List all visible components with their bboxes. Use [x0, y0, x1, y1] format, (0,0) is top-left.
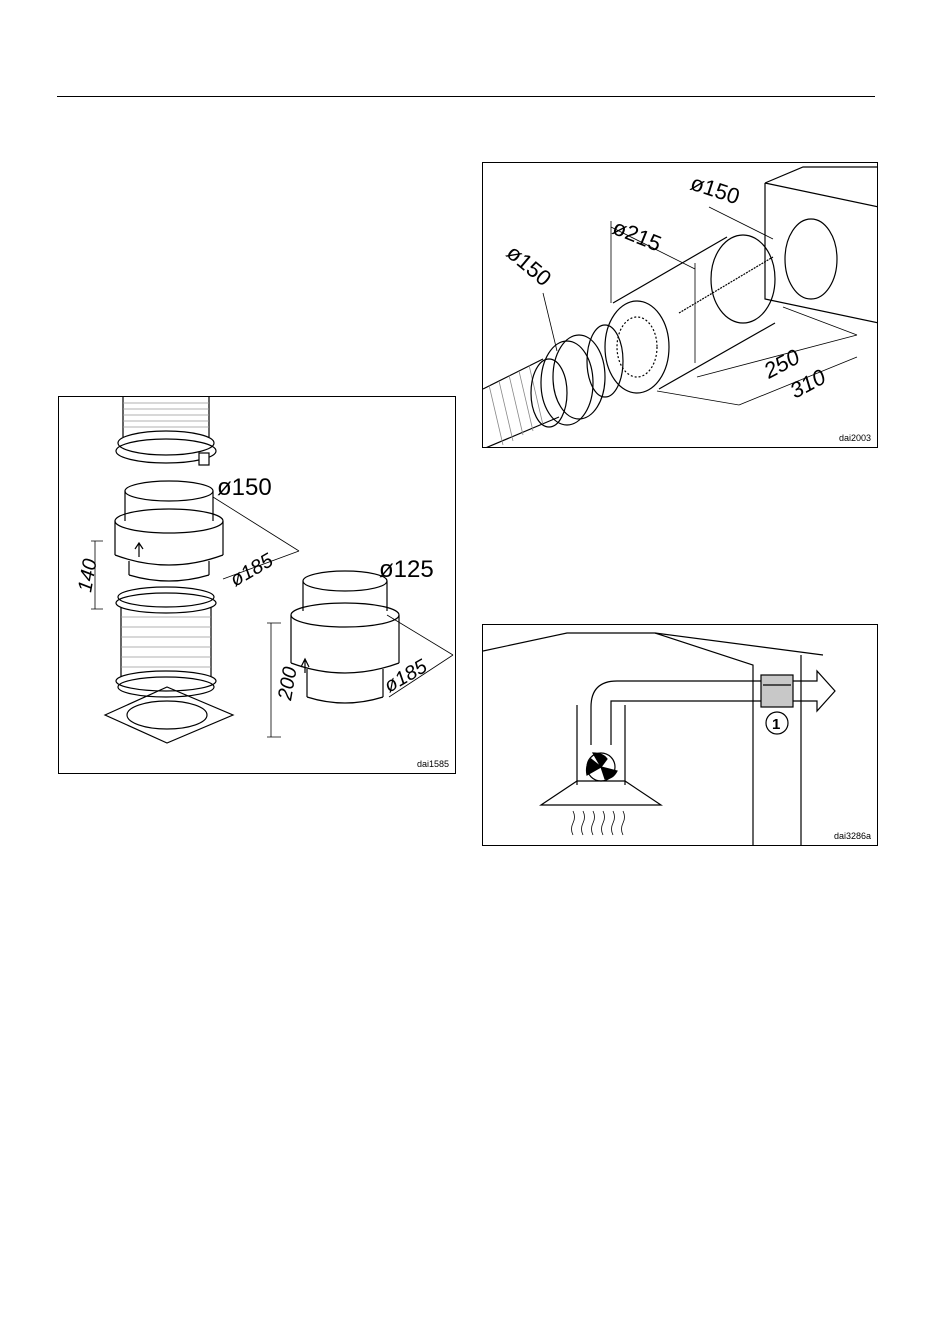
- cooker-hood: [541, 753, 661, 805]
- adapter-rings: [541, 325, 623, 425]
- label-diameter-150: ø150: [217, 474, 272, 501]
- lower-flexible-hose: [116, 587, 216, 697]
- label-height-200: 200: [274, 665, 302, 703]
- label-diameter-150-right: ø150: [687, 170, 742, 209]
- label-width-185-b: ø185: [381, 655, 432, 697]
- figure-reference: dai2003: [839, 433, 871, 443]
- silencer-unit: [761, 675, 793, 707]
- steam-icon: [572, 811, 625, 835]
- figure-installation-diagram: 1 dai3286a: [482, 624, 878, 846]
- figure-fan-assembly: ø150 ø125 ø185 ø185 140 200 dai1585: [58, 396, 456, 774]
- header-rule: [57, 96, 875, 97]
- silencer-drawing: ø150 ø215 ø150 250 310: [483, 163, 878, 448]
- top-flexible-hose: [116, 397, 216, 465]
- silencer-body: [605, 235, 775, 393]
- outer-wall: [655, 633, 823, 846]
- figure-reference: dai3286a: [834, 831, 871, 841]
- fan-unit-150: [115, 481, 223, 581]
- label-diameter-215: ø215: [609, 214, 665, 256]
- figure-reference: dai1585: [417, 759, 449, 769]
- airflow-arrow-icon: [809, 671, 835, 711]
- flexible-hose: [483, 359, 567, 448]
- wall-connection-box: [765, 167, 878, 323]
- label-diameter-125: ø125: [379, 556, 434, 583]
- callout-number: 1: [772, 716, 780, 733]
- label-height-140: 140: [74, 557, 101, 594]
- fan-assembly-drawing: ø150 ø125 ø185 ø185 140 200: [59, 397, 456, 774]
- figure-silencer-assembly: ø150 ø215 ø150 250 310 dai2003: [482, 162, 878, 448]
- roof-outline: [483, 633, 753, 846]
- label-width-185-a: ø185: [227, 549, 278, 591]
- mounting-plate: [105, 687, 233, 743]
- installation-drawing: 1: [483, 625, 878, 846]
- label-diameter-150-left: ø150: [502, 240, 556, 291]
